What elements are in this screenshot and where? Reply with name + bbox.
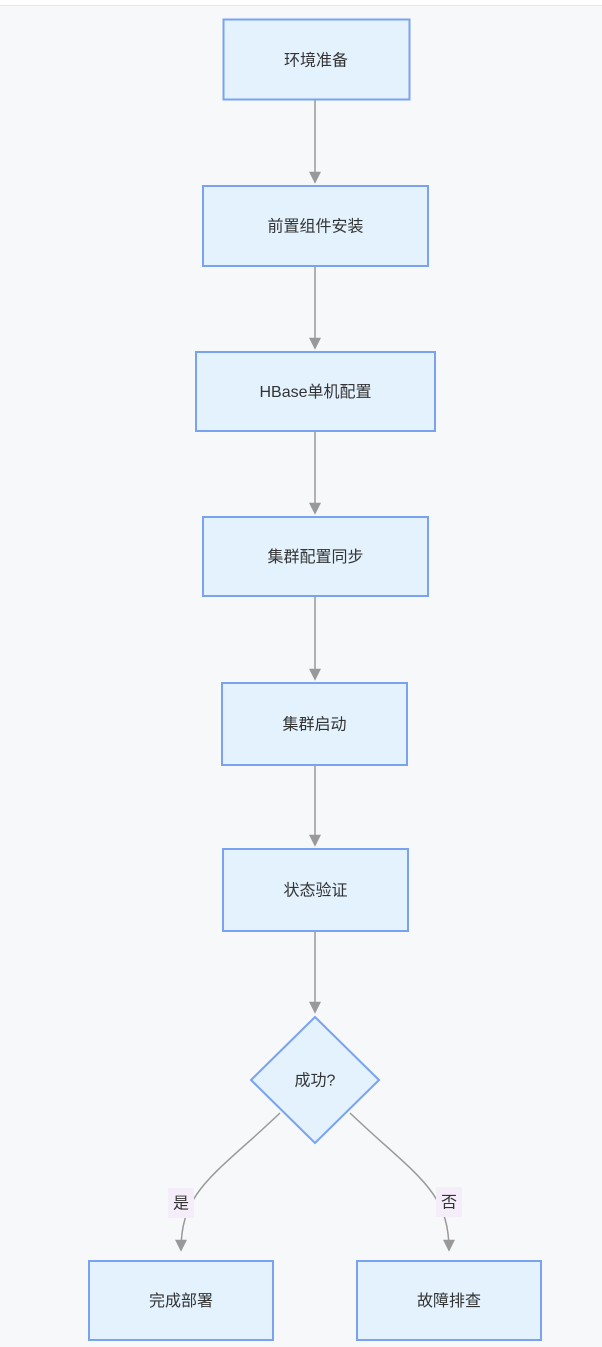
node-troubleshoot-label: 故障排查 [417, 1292, 481, 1310]
node-status-verify-label: 状态验证 [283, 882, 347, 900]
node-troubleshoot-box [356, 1260, 542, 1341]
node-env-prep-box [222, 18, 411, 101]
node-cluster-config-sync-box [202, 516, 429, 597]
edge-label-no-text: 否 [441, 1195, 457, 1212]
node-cluster-start-box [221, 682, 408, 766]
node-hbase-standalone-config-label: HBase单机配置 [259, 383, 371, 401]
edge-label-no: 否 [436, 1187, 462, 1217]
node-hbase-standalone-config-box [195, 351, 436, 432]
node-pre-install: 前置组件安装 [202, 185, 429, 267]
node-cluster-config-sync: 集群配置同步 [202, 516, 429, 597]
node-hbase-standalone-config: HBase单机配置 [195, 351, 436, 432]
edge-decision-yes [175, 1112, 281, 1252]
edge-label-yes-text: 是 [173, 1196, 189, 1213]
decision-success-label: 成功? [295, 1072, 336, 1090]
node-cluster-start: 集群启动 [221, 682, 408, 766]
node-cluster-start-label: 集群启动 [282, 716, 346, 734]
edge-decision-no [349, 1112, 455, 1252]
decision-success-diamond [249, 1015, 381, 1145]
node-deploy-complete-box [88, 1260, 274, 1341]
node-pre-install-label: 前置组件安装 [267, 218, 363, 236]
node-pre-install-box [202, 185, 429, 267]
node-env-prep-label: 环境准备 [284, 51, 348, 70]
node-deploy-complete-label: 完成部署 [149, 1292, 213, 1310]
node-status-verify: 状态验证 [222, 848, 409, 932]
node-cluster-config-sync-label: 集群配置同步 [267, 548, 363, 566]
node-status-verify-box [222, 848, 409, 932]
edge-label-yes: 是 [168, 1188, 194, 1218]
node-deploy-complete: 完成部署 [88, 1260, 274, 1341]
decision-success: 成功? [249, 1015, 381, 1145]
edge-label-yes-bg [168, 1188, 194, 1218]
edge-label-no-bg [436, 1187, 462, 1217]
node-troubleshoot: 故障排查 [356, 1260, 542, 1341]
node-env-prep: 环境准备 [222, 18, 411, 101]
